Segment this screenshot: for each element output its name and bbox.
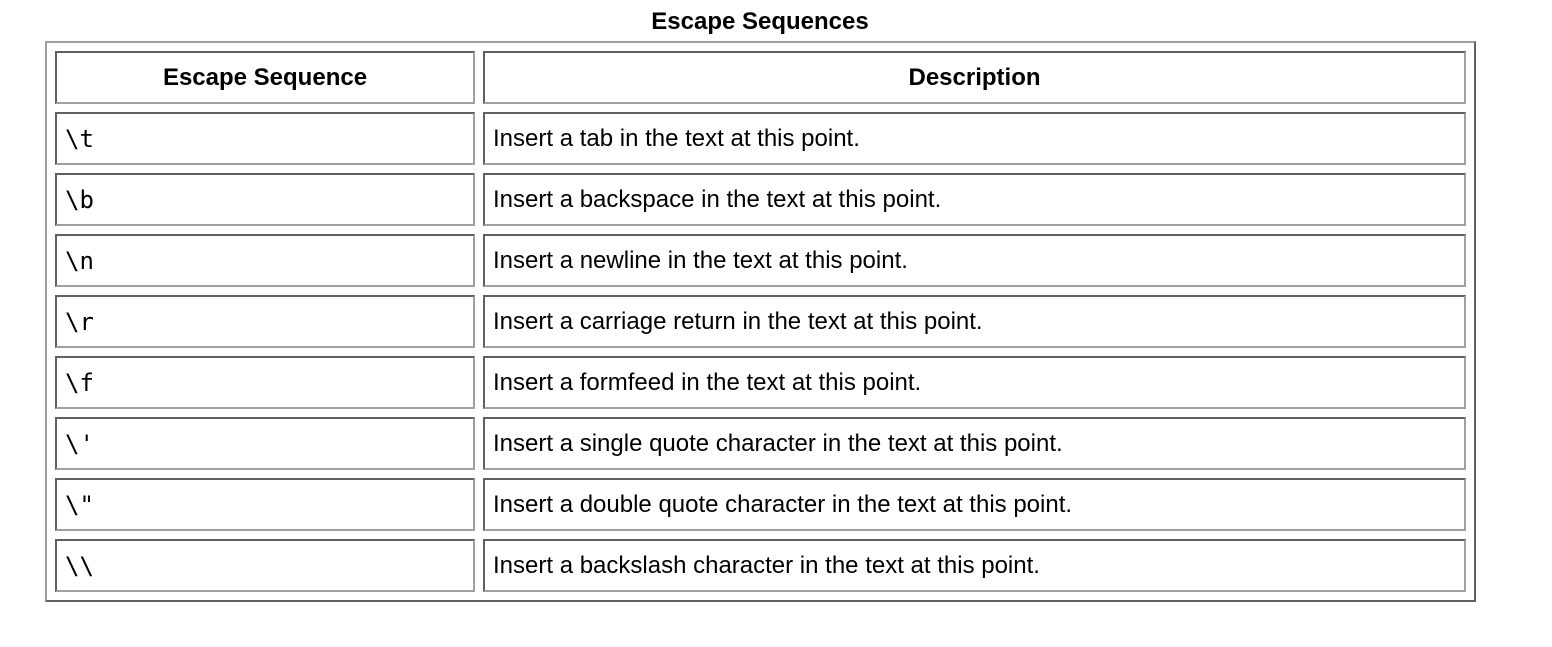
table-row: \t Insert a tab in the text at this poin… [55, 112, 1466, 165]
column-header-escape-sequence: Escape Sequence [55, 51, 475, 104]
table-row: \' Insert a single quote character in th… [55, 417, 1466, 470]
escape-sequence-cell: \r [55, 295, 475, 348]
table-caption: Escape Sequences [651, 8, 869, 35]
escape-sequence-cell: \f [55, 356, 475, 409]
escape-sequence-cell: \\ [55, 539, 475, 592]
column-header-description: Description [483, 51, 1466, 104]
escape-sequence-cell: \b [55, 173, 475, 226]
description-cell: Insert a backslash character in the text… [483, 539, 1466, 592]
table-row: \r Insert a carriage return in the text … [55, 295, 1466, 348]
escape-sequence-cell: \t [55, 112, 475, 165]
description-cell: Insert a carriage return in the text at … [483, 295, 1466, 348]
escape-sequences-table: Escape Sequence Description \t Insert a … [45, 41, 1476, 602]
escape-sequence-cell: \' [55, 417, 475, 470]
description-cell: Insert a formfeed in the text at this po… [483, 356, 1466, 409]
table-row: \n Insert a newline in the text at this … [55, 234, 1466, 287]
description-cell: Insert a newline in the text at this poi… [483, 234, 1466, 287]
escape-sequence-cell: \" [55, 478, 475, 531]
table-row: \" Insert a double quote character in th… [55, 478, 1466, 531]
header-row: Escape Sequence Description [55, 51, 1466, 104]
description-cell: Insert a tab in the text at this point. [483, 112, 1466, 165]
description-cell: Insert a backspace in the text at this p… [483, 173, 1466, 226]
description-cell: Insert a single quote character in the t… [483, 417, 1466, 470]
table-row: \f Insert a formfeed in the text at this… [55, 356, 1466, 409]
description-cell: Insert a double quote character in the t… [483, 478, 1466, 531]
escape-sequence-cell: \n [55, 234, 475, 287]
table-row: \b Insert a backspace in the text at thi… [55, 173, 1466, 226]
table-row: \\ Insert a backslash character in the t… [55, 539, 1466, 592]
